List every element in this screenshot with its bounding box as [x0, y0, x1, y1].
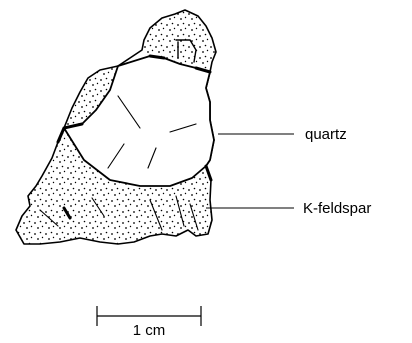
- scale-bar-label: 1 cm: [133, 322, 166, 339]
- k-feldspar-label: K-feldspar: [303, 200, 371, 217]
- quartz-label: quartz: [305, 126, 347, 143]
